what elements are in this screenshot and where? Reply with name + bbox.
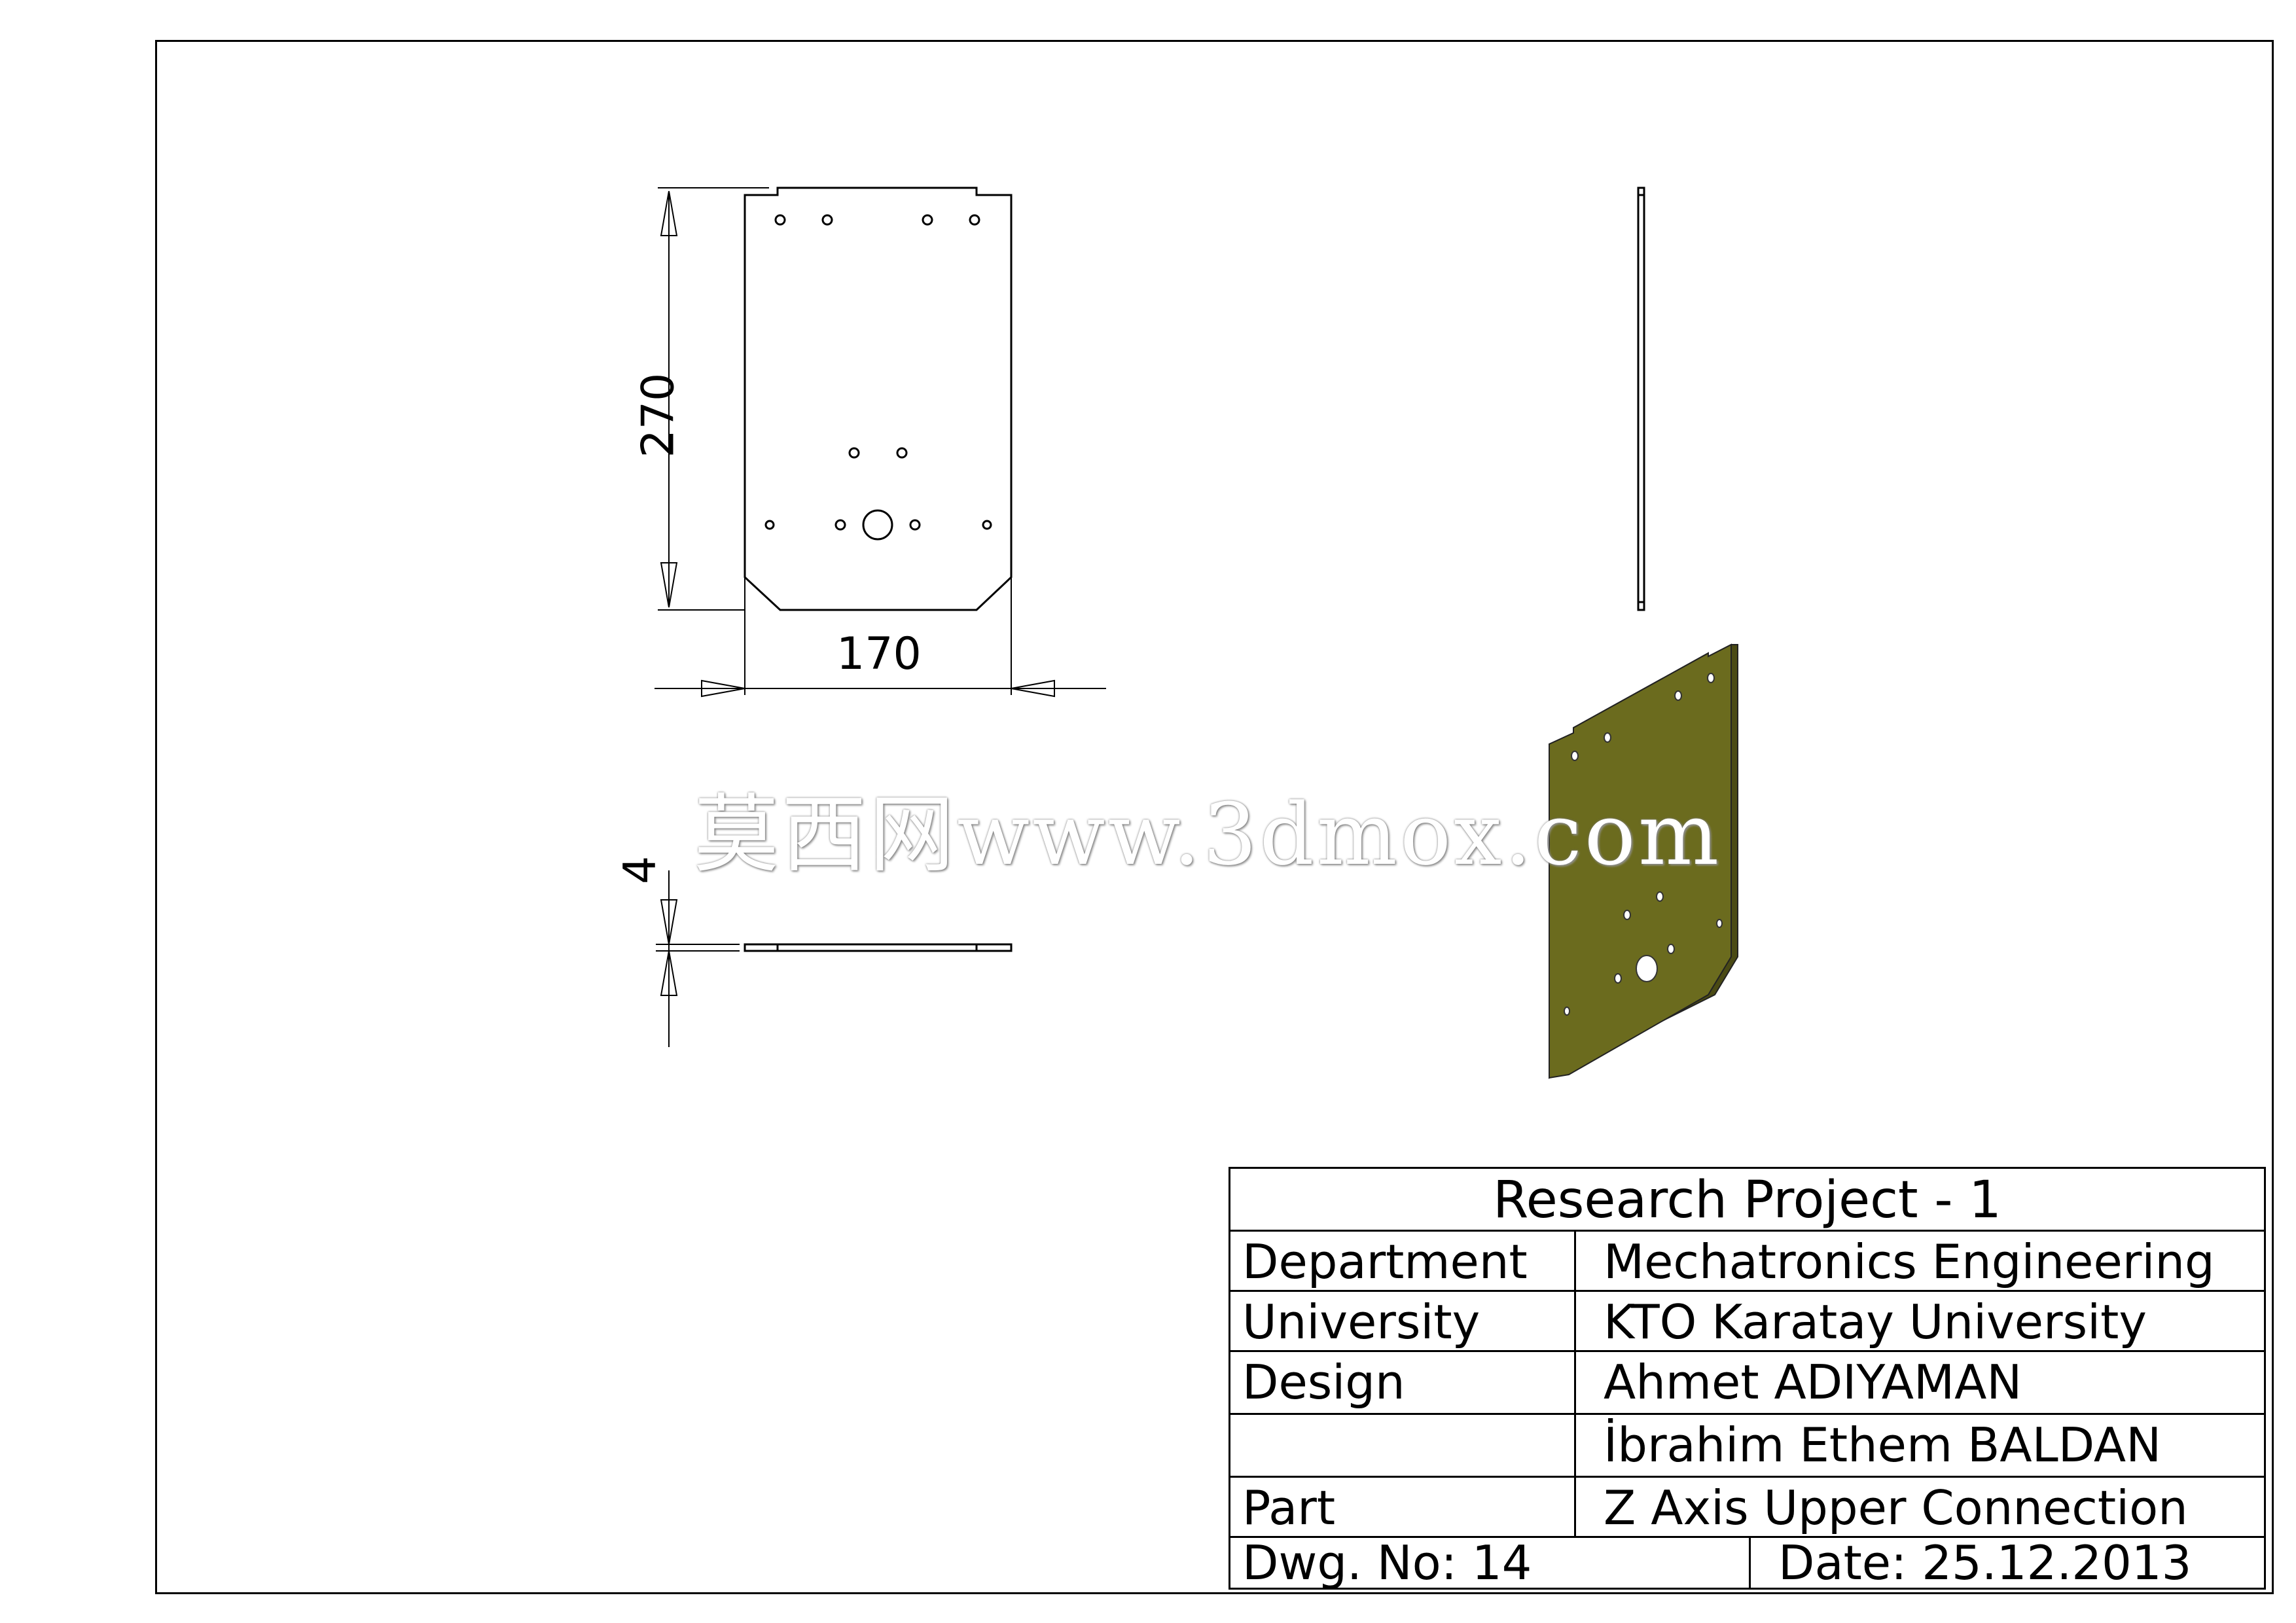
part-label: Part: [1230, 1478, 1576, 1536]
width-dimension: [655, 577, 1106, 698]
project-title: Research Project - 1: [1493, 1171, 2001, 1230]
title-block-row: Department Mechatronics Engineering: [1230, 1232, 2264, 1292]
title-block-project-row: Research Project - 1: [1230, 1169, 2264, 1232]
width-dimension-label: 170: [836, 628, 922, 680]
part-value: Z Axis Upper Connection: [1604, 1480, 2188, 1535]
university-label: University: [1230, 1292, 1576, 1350]
title-block-row: Part Z Axis Upper Connection: [1230, 1478, 2264, 1538]
sheet-border: [155, 40, 2274, 1594]
university-value: KTO Karatay University: [1604, 1294, 2147, 1349]
isometric-view: [1549, 643, 1738, 1079]
title-block-row: Design Ahmet ADIYAMAN: [1230, 1352, 2264, 1415]
height-dimension: [658, 187, 769, 611]
designer-1-value: Ahmet ADIYAMAN: [1604, 1355, 2022, 1410]
title-block-row: İbrahim Ethem BALDAN: [1230, 1415, 2264, 1478]
thickness-dimension-label: 4: [614, 855, 666, 885]
watermark-text: 莫西网www.3dmox.com: [694, 785, 1722, 884]
title-block: Research Project - 1 Department Mechatro…: [1229, 1167, 2266, 1590]
department-label: Department: [1230, 1232, 1576, 1290]
design-label: Design: [1230, 1352, 1576, 1413]
side-view-plate: [1637, 187, 1645, 611]
thickness-dimension: [656, 870, 740, 1047]
height-dimension-label: 270: [632, 372, 685, 458]
drawing-number: Dwg. No: 14: [1230, 1538, 1751, 1588]
front-view-outline: [744, 187, 1013, 611]
designer-2-value: İbrahim Ethem BALDAN: [1604, 1418, 2162, 1472]
front-view-holes: [764, 214, 992, 541]
drawing-date: Date: 25.12.2013: [1778, 1538, 2192, 1588]
department-value: Mechatronics Engineering: [1604, 1234, 2215, 1289]
bottom-view-plate: [744, 943, 1013, 952]
title-block-footer-row: Dwg. No: 14 Date: 25.12.2013: [1230, 1538, 2264, 1588]
title-block-row: University KTO Karatay University: [1230, 1292, 2264, 1352]
design-label-empty: [1230, 1415, 1576, 1476]
